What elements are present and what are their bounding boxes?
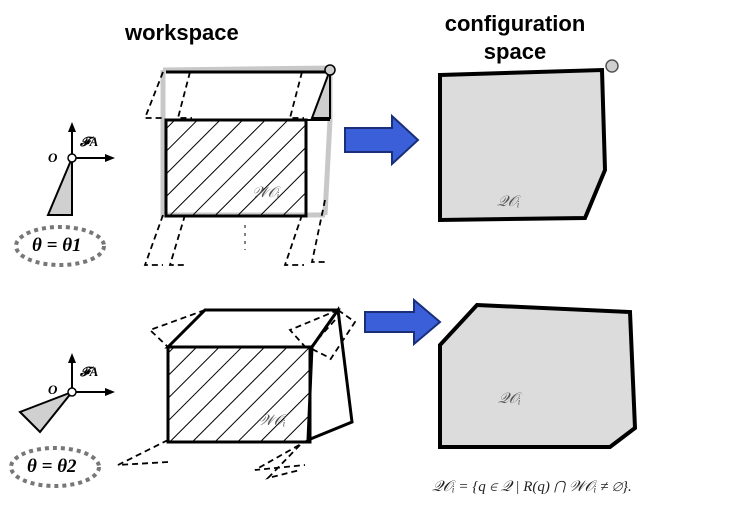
orientation-label-bottom: θ = θ2: [27, 456, 77, 477]
workspace-obstacle-top: [143, 64, 336, 266]
frame-origin-label-bottom: O: [48, 382, 58, 397]
robot-frame-top: [46, 122, 115, 216]
configuration-space-title: configuration space: [430, 10, 600, 66]
obstacle-hatched-rect-bottom: [166, 345, 312, 444]
cspace-obstacle-bottom: [438, 302, 638, 449]
map-arrow-top: [344, 113, 420, 167]
cspace-obstacle-formula: 𝒬𝒪ᵢ = {q ∈ 𝒬 | R(q) ⋂ 𝒲𝒪ᵢ ≠ ∅}.: [432, 479, 632, 495]
frame-axis-label-top: 𝓕A: [80, 134, 99, 149]
qo-label-bottom: 𝒬𝒪ᵢ: [498, 391, 521, 407]
map-arrow-bottom: [364, 297, 442, 347]
frame-axis-label-bottom: 𝓕A: [80, 364, 99, 379]
workspace-obstacle-bottom: [117, 305, 357, 480]
workspace-title: workspace: [125, 20, 239, 45]
configuration-title-line2: space: [483, 39, 547, 64]
wo-label-bottom: 𝒲𝒪ᵢ: [258, 413, 286, 429]
wo-label-top: 𝒲𝒪ᵢ: [252, 185, 280, 201]
obstacle-hatched-rect-top: [164, 118, 308, 218]
orientation-label-top: θ = θ1: [32, 235, 82, 256]
orientation-ellipse-top: [14, 225, 106, 267]
cspace-point-top: [605, 59, 619, 73]
orientation-ellipse-bottom: [9, 446, 101, 488]
frame-origin-label-top: O: [48, 150, 58, 165]
qo-label-top: 𝒬𝒪ᵢ: [497, 194, 520, 210]
robot-frame-bottom: [18, 353, 115, 434]
configuration-title-line1: configuration: [444, 11, 586, 36]
cspace-obstacle-top: [438, 67, 608, 223]
